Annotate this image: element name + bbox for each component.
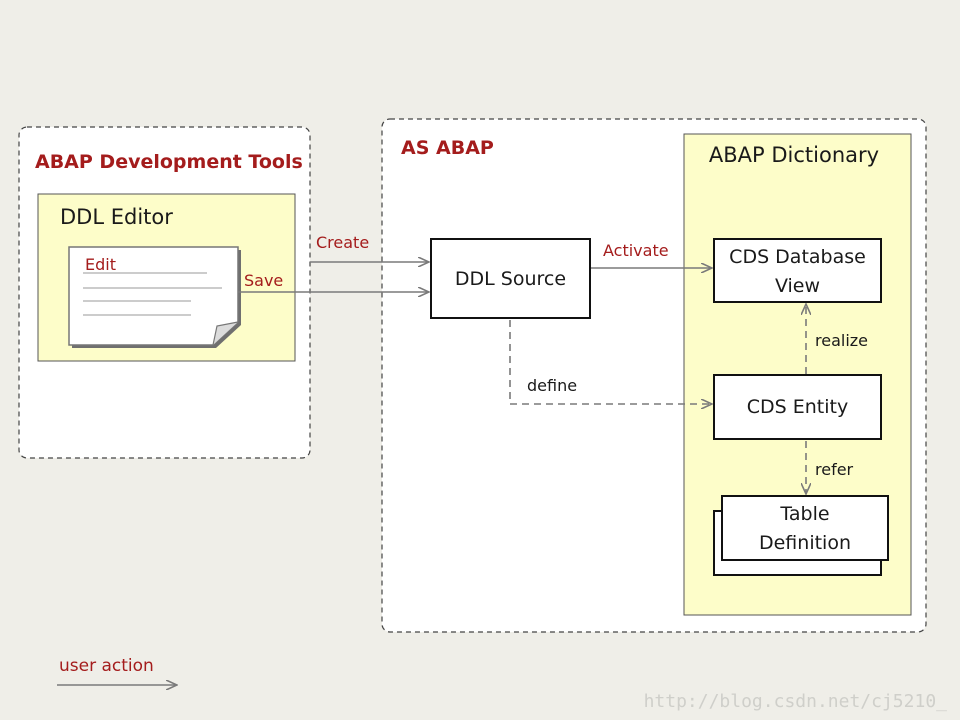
adt-title: ABAP Development Tools — [35, 151, 303, 173]
define-arrow — [509, 320, 712, 404]
table-definition-box — [721, 495, 889, 561]
legend-user-action-label: user action — [59, 656, 154, 676]
table-definition-label-line1: Table — [779, 503, 829, 525]
realize-label: realize — [815, 331, 868, 350]
ddl-editor-title: DDL Editor — [60, 205, 173, 229]
document-edit-label: Edit — [85, 255, 116, 274]
document-icon — [68, 246, 241, 348]
cds-entity-box — [713, 374, 882, 440]
ddl-source-label: DDL Source — [455, 268, 566, 290]
abap-dictionary-title: ABAP Dictionary — [709, 143, 879, 167]
activate-label: Activate — [603, 241, 669, 260]
refer-label: refer — [815, 460, 854, 479]
as-abap-title: AS ABAP — [401, 137, 494, 159]
ddl-source-box — [430, 238, 591, 319]
define-label: define — [527, 376, 577, 395]
cds-database-view-label-line1: CDS Database — [729, 246, 866, 268]
cds-entity-label: CDS Entity — [747, 396, 848, 418]
create-label: Create — [316, 233, 369, 252]
cds-database-view-box — [713, 238, 882, 303]
cds-database-view-label-line2: View — [775, 275, 820, 297]
watermark: http://blog.csdn.net/cj5210_ — [644, 691, 948, 712]
save-label: Save — [244, 271, 283, 290]
table-definition-label-line2: Definition — [759, 532, 851, 554]
